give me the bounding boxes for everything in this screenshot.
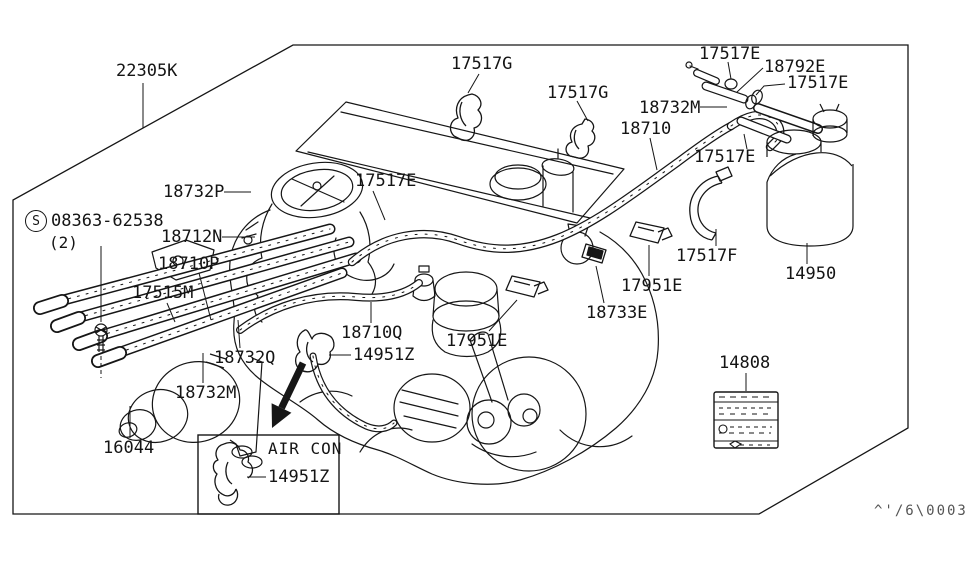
screw-08363 xyxy=(94,323,108,352)
part-label-18710-7: 18710 xyxy=(620,119,672,139)
part-label-17517G-2: 17517G xyxy=(451,54,513,74)
part-label-14808-22: 14808 xyxy=(719,353,771,373)
wire-boots xyxy=(33,294,127,368)
part-label-17517F-12: 17517F xyxy=(676,246,738,266)
part-label-17517E-4: 17517E xyxy=(787,73,849,93)
screw-quantity: (2) xyxy=(49,233,78,252)
part-label-14950-14: 14950 xyxy=(785,264,837,284)
part-label-18710Q-18: 18710Q xyxy=(341,323,403,343)
part-label-17517E-8: 17517E xyxy=(694,147,756,167)
spark-plug-wires xyxy=(33,229,356,368)
clips-and-clamps xyxy=(294,93,733,373)
part-label-22305K-0: 22305K xyxy=(116,61,178,81)
diagram-code-watermark: ^'/6\0003 xyxy=(874,503,968,519)
air-con-part-number: 14951Z xyxy=(268,467,330,487)
part-label-18733E-17: 18733E xyxy=(586,303,648,323)
part-label-17517E-1: 17517E xyxy=(699,44,761,64)
diagram-border xyxy=(12,44,909,515)
part-label-17517G-5: 17517G xyxy=(547,83,609,103)
part-label-17517E-9: 17517E xyxy=(355,171,417,191)
air-con-box-title: AIR CON xyxy=(268,439,343,458)
part-label-14951Z-20: 14951Z xyxy=(353,345,415,365)
part-label-17951E-15: 17951E xyxy=(621,276,683,296)
direction-arrow xyxy=(271,361,307,428)
part-label-18712N-11: 18712N xyxy=(161,227,223,247)
canister-drawing xyxy=(766,103,854,247)
engine-drawing xyxy=(151,101,659,485)
emission-label-14808 xyxy=(713,391,779,449)
circled-s-icon: S xyxy=(25,210,47,232)
part-label-18732Q-21: 18732Q xyxy=(214,348,276,368)
part-label-18732M-6: 18732M xyxy=(639,98,701,118)
part-label-17515M-16: 17515M xyxy=(132,283,194,303)
idle-compensator-16044 xyxy=(118,353,263,469)
part-label-18792E-3: 18792E xyxy=(764,57,826,77)
screw-note: S 08363-62538 (2) xyxy=(25,210,164,251)
air-con-clip-drawing xyxy=(212,442,254,506)
part-label-18732P-10: 18732P xyxy=(163,182,225,202)
part-label-17951E-19: 17951E xyxy=(446,331,508,351)
part-label-18732M-23: 18732M xyxy=(175,383,237,403)
part-label-18710P-13: 18710P xyxy=(158,254,220,274)
screw-part-number: 08363-62538 xyxy=(51,210,164,231)
leader-lines xyxy=(100,61,808,438)
part-label-16044-24: 16044 xyxy=(103,438,155,458)
